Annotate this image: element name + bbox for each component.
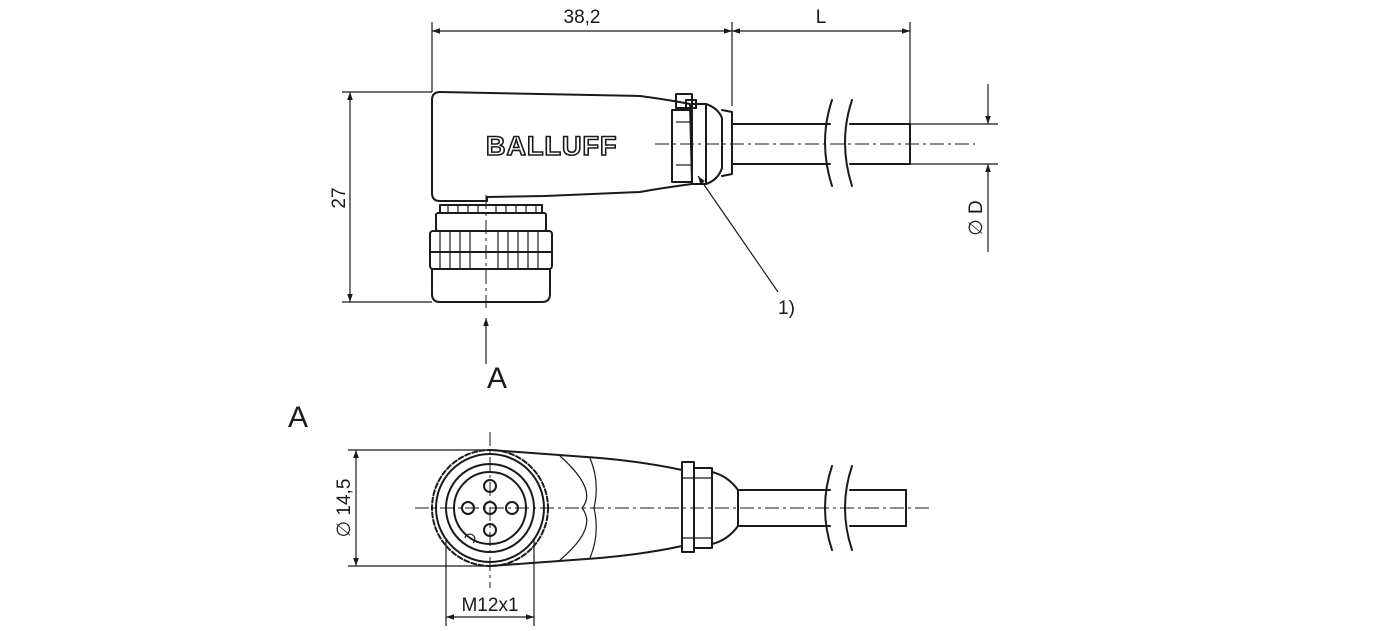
cable-break-mark <box>824 99 833 187</box>
brand-logo: BALLUFF <box>486 131 617 161</box>
dimension-outer-diameter: ∅ 14,5 <box>334 449 490 567</box>
svg-text:∅ D: ∅ D <box>966 200 987 236</box>
cable-break-mark <box>844 99 853 187</box>
coding-key <box>464 533 476 544</box>
coupling-nut <box>429 195 553 308</box>
dimension-cable-diameter: ∅ D <box>910 84 998 252</box>
view-arrow-a: A <box>483 318 507 395</box>
dimension-cable-length: L <box>732 7 911 124</box>
svg-text:27: 27 <box>329 187 350 208</box>
svg-text:38,2: 38,2 <box>564 7 601 28</box>
svg-text:1): 1) <box>778 298 795 319</box>
svg-text:M12x1: M12x1 <box>461 595 518 616</box>
svg-text:A: A <box>487 362 507 395</box>
connector-body-outline <box>431 91 693 202</box>
view-title: A <box>288 401 308 434</box>
front-view-a: A <box>288 401 930 626</box>
dimension-height: 27 <box>329 91 432 303</box>
side-view: BALLUFF 38,2 L <box>329 7 998 395</box>
svg-text:L: L <box>816 7 827 28</box>
svg-text:∅ 14,5: ∅ 14,5 <box>334 479 355 538</box>
callout-note-1: 1) <box>697 175 795 319</box>
cable <box>655 99 975 187</box>
cable-collar <box>671 93 733 185</box>
dimension-body-length: 38,2 <box>431 7 733 106</box>
dimension-thread: M12x1 <box>445 540 535 626</box>
cable-collar-view-a <box>681 461 739 553</box>
